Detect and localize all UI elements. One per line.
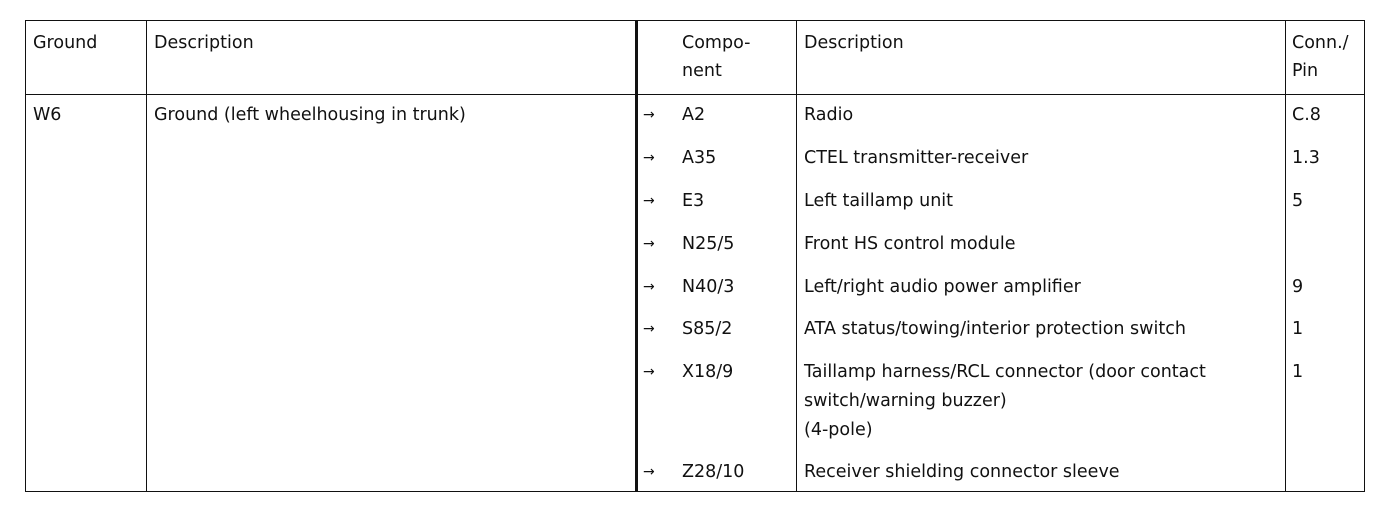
component-description: CTEL transmitter-receiver xyxy=(804,148,1029,168)
connector-pin: 9 xyxy=(1292,277,1304,297)
component-description: Taillamp harness/RCL connector (door con… xyxy=(804,362,1206,382)
component-description: Radio xyxy=(804,105,854,125)
component-code: X18/9 xyxy=(682,362,734,382)
component-description: Receiver shielding connector sleeve xyxy=(804,462,1120,482)
header-component-line2: nent xyxy=(682,61,722,81)
arrow-icon: → xyxy=(643,279,655,295)
arrow-icon: → xyxy=(643,236,655,252)
arrow-icon: → xyxy=(643,321,655,337)
header-divider xyxy=(26,94,1364,95)
ground-id: W6 xyxy=(33,105,62,125)
ground-distribution-table: Ground Description Compo- nent Descripti… xyxy=(25,20,1365,492)
component-description: ATA status/towing/interior protection sw… xyxy=(804,319,1186,339)
header-ground: Ground xyxy=(33,33,98,53)
header-component-description: Description xyxy=(804,33,904,53)
component-code: A2 xyxy=(682,105,706,125)
connector-pin: 5 xyxy=(1292,191,1304,211)
component-code: N40/3 xyxy=(682,277,735,297)
component-description: Left/right audio power amplifier xyxy=(804,277,1081,297)
connector-pin: C.8 xyxy=(1292,105,1321,125)
header-component-line1: Compo- xyxy=(682,33,751,53)
connector-pin: 1 xyxy=(1292,362,1304,382)
arrow-icon: → xyxy=(643,364,655,380)
header-conn-line1: Conn./ xyxy=(1292,33,1349,53)
component-code: Z28/10 xyxy=(682,462,745,482)
component-code: E3 xyxy=(682,191,705,211)
connector-pin: 1.3 xyxy=(1292,148,1320,168)
column-divider xyxy=(796,21,797,491)
arrow-icon: → xyxy=(643,464,655,480)
component-code: N25/5 xyxy=(682,234,735,254)
component-description: switch/warning buzzer) xyxy=(804,391,1007,411)
component-description: (4-pole) xyxy=(804,420,873,440)
connector-pin: 1 xyxy=(1292,319,1304,339)
component-code: A35 xyxy=(682,148,717,168)
ground-description: Ground (left wheelhousing in trunk) xyxy=(154,105,466,125)
component-description: Left taillamp unit xyxy=(804,191,954,211)
arrow-icon: → xyxy=(643,150,655,166)
column-divider-bold xyxy=(635,21,638,491)
arrow-icon: → xyxy=(643,193,655,209)
column-divider xyxy=(1285,21,1286,491)
arrow-icon: → xyxy=(643,107,655,123)
component-description: Front HS control module xyxy=(804,234,1016,254)
header-description: Description xyxy=(154,33,254,53)
header-conn-line2: Pin xyxy=(1292,61,1319,81)
column-divider xyxy=(146,21,147,491)
component-code: S85/2 xyxy=(682,319,733,339)
